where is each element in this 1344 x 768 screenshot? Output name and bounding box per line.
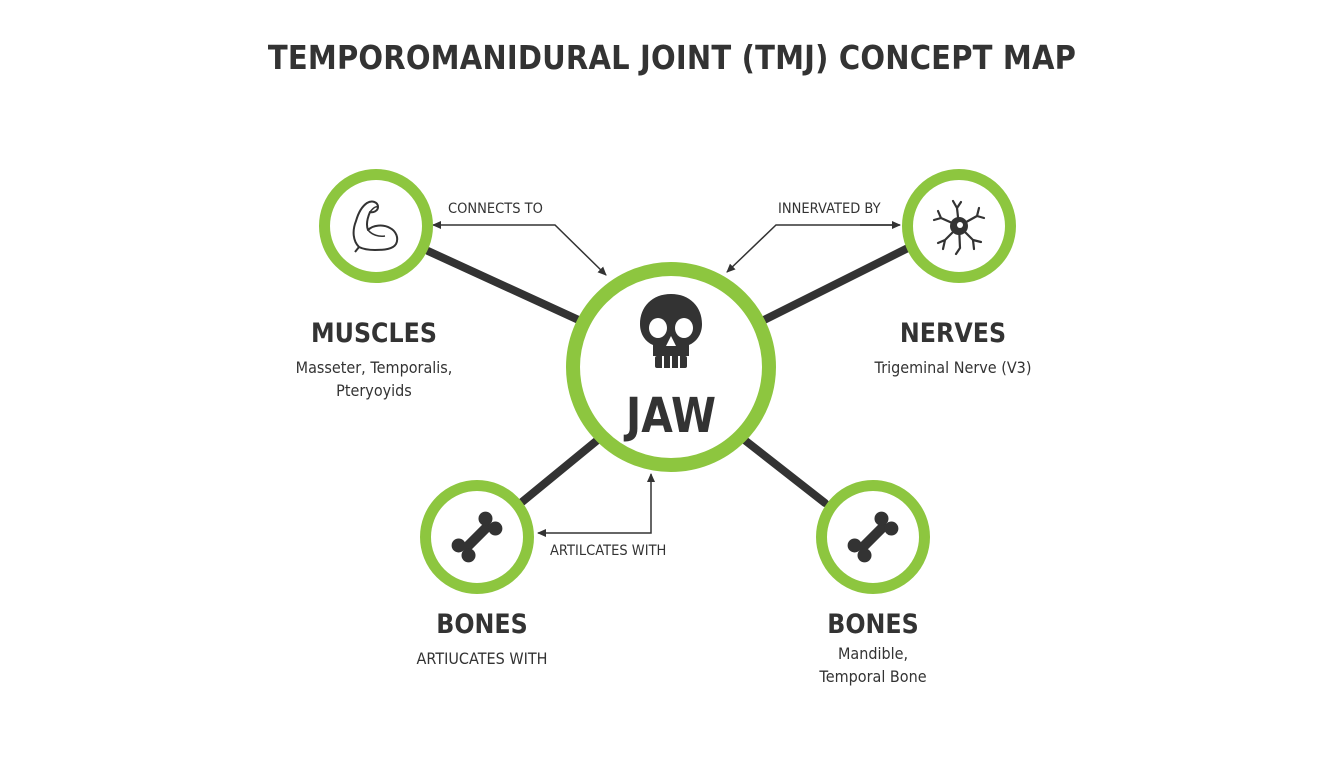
- nerves-heading: NERVES: [899, 318, 1007, 349]
- bone-icon: [451, 511, 503, 563]
- node-jaw: JAW: [566, 262, 776, 472]
- bones-left-heading: BONES: [436, 609, 528, 640]
- arrow-connects-to-right: [443, 224, 607, 276]
- connector-bones-right: [738, 434, 829, 507]
- flexed-arm-icon: [352, 200, 399, 253]
- connector-muscles: [424, 247, 587, 326]
- bone-icon: [847, 511, 899, 563]
- relation-connects-to: CONNECTS TO: [448, 201, 543, 217]
- bones-right-heading: BONES: [827, 609, 919, 640]
- connector-nerves: [758, 243, 914, 325]
- muscles-detail-line2: Pteryoyids: [336, 381, 412, 400]
- bones-left-detail-line1: ARTIUCATES WITH: [416, 649, 548, 668]
- relation-innervated-by: INNERVATED BY: [778, 201, 881, 217]
- muscles-detail-line1: Masseter, Temporalis,: [295, 358, 453, 377]
- skull-icon: [640, 294, 702, 368]
- node-muscles: [319, 169, 433, 283]
- node-bones-left: [420, 480, 534, 594]
- relation-articulates-with: ARTILCATES WITH: [550, 543, 667, 559]
- node-bones-right: [816, 480, 930, 594]
- node-nerves: [902, 169, 1016, 283]
- bones-right-detail-line2: Temporal Bone: [819, 667, 927, 686]
- bones-right-detail-line1: Mandible,: [837, 644, 909, 663]
- jaw-label: JAW: [626, 388, 716, 444]
- neuron-icon: [932, 199, 986, 256]
- diagram-title: TEMPOROMANIDURAL JOINT (TMJ) CONCEPT MAP: [267, 38, 1077, 77]
- nerves-detail-line1: Trigeminal Nerve (V3): [874, 358, 1032, 377]
- muscles-heading: MUSCLES: [311, 318, 437, 349]
- arrow-articulates-up: [560, 473, 655, 534]
- connector-bones-left: [518, 434, 604, 506]
- arrow-innervated-by-left: [726, 224, 898, 273]
